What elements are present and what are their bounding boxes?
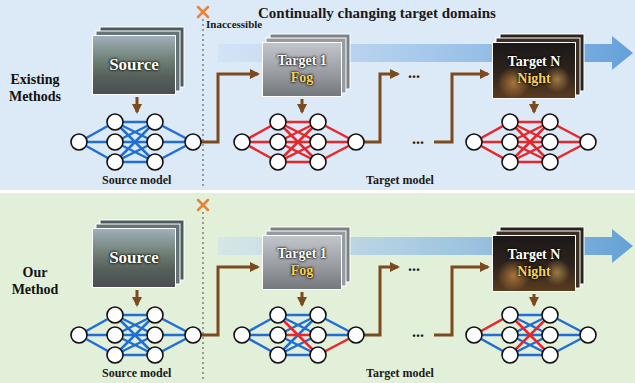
domain-condition: Fog <box>291 70 314 86</box>
neuron <box>270 347 286 363</box>
neuron <box>107 307 123 323</box>
network <box>234 114 364 170</box>
neuron <box>310 307 326 323</box>
neuron <box>147 347 163 363</box>
neuron <box>502 114 518 130</box>
neuron <box>542 347 558 363</box>
model-label: Target model <box>366 366 434 380</box>
method-panel: Our Method Source Target 1Fog Target NNight <box>0 193 635 383</box>
network <box>466 307 596 363</box>
bottom-panel-ground <box>0 193 635 383</box>
top-panel-ground <box>0 0 635 190</box>
divider-line <box>202 19 203 188</box>
neuron <box>270 307 286 323</box>
domain-image: Source <box>92 35 176 95</box>
network <box>466 114 596 170</box>
neuron <box>466 327 482 343</box>
model-label: Source model <box>102 366 171 380</box>
method-panel: Existing MethodsSourceTarget 1FogTarget … <box>0 0 635 190</box>
header-text: Continually changing target domains <box>258 4 496 22</box>
flow-arrows <box>137 74 534 335</box>
neuron <box>348 134 364 150</box>
domain-name: Target N <box>508 54 561 70</box>
neuron <box>147 154 163 170</box>
domain-image: Target 1Fog <box>262 235 342 290</box>
domain-name: Target 1 <box>277 53 327 69</box>
model-label: Source model <box>102 173 171 187</box>
neuron <box>147 114 163 130</box>
neuron <box>185 327 201 343</box>
neural-networks <box>71 114 596 363</box>
neuron <box>147 307 163 323</box>
neuron <box>310 114 326 130</box>
neuron <box>310 347 326 363</box>
neuron <box>542 327 558 343</box>
neuron <box>580 134 596 150</box>
network <box>71 307 201 363</box>
neuron <box>147 327 163 343</box>
method-title: Existing Methods <box>4 72 66 106</box>
neuron <box>502 307 518 323</box>
annotation: Inaccessible <box>206 18 262 31</box>
neuron <box>107 154 123 170</box>
domain-condition: Fog <box>291 263 314 279</box>
neuron <box>107 327 123 343</box>
neuron <box>502 134 518 150</box>
neuron <box>71 327 87 343</box>
neuron <box>270 134 286 150</box>
ellipsis: ... <box>408 256 420 275</box>
domain-image: Target 1Fog <box>262 42 342 97</box>
neuron <box>107 134 123 150</box>
neuron <box>234 327 250 343</box>
network <box>71 114 201 170</box>
network <box>234 307 364 363</box>
neuron <box>310 134 326 150</box>
neuron <box>466 134 482 150</box>
neuron <box>147 134 163 150</box>
neuron <box>107 347 123 363</box>
domain-condition: Night <box>517 264 550 280</box>
cross-mark <box>198 7 208 210</box>
neuron <box>234 134 250 150</box>
neuron <box>542 307 558 323</box>
ellipsis: ... <box>408 63 420 82</box>
neuron <box>107 114 123 130</box>
neuron <box>310 154 326 170</box>
neuron <box>348 327 364 343</box>
neuron <box>502 154 518 170</box>
domain-name: Source <box>109 248 159 268</box>
domain-condition: Night <box>517 71 550 87</box>
neuron <box>310 327 326 343</box>
domain-image: Source <box>92 228 176 288</box>
domain-name: Target 1 <box>277 246 327 262</box>
neuron <box>542 154 558 170</box>
neuron <box>270 154 286 170</box>
neuron <box>542 134 558 150</box>
domain-image: Target NNight <box>492 42 576 99</box>
domain-name: Target N <box>508 247 561 263</box>
divider-line <box>202 212 203 381</box>
neuron <box>580 327 596 343</box>
neuron <box>502 347 518 363</box>
ellipsis: ... <box>412 129 424 148</box>
neuron <box>185 134 201 150</box>
domain-name: Source <box>109 55 159 75</box>
neuron <box>502 327 518 343</box>
method-title: Our Method <box>4 265 66 299</box>
ellipsis: ... <box>412 322 424 341</box>
model-label: Target model <box>366 173 434 187</box>
neuron <box>270 114 286 130</box>
neuron <box>270 327 286 343</box>
neuron <box>542 114 558 130</box>
neuron <box>71 134 87 150</box>
domain-image: Target NNight <box>492 235 576 292</box>
